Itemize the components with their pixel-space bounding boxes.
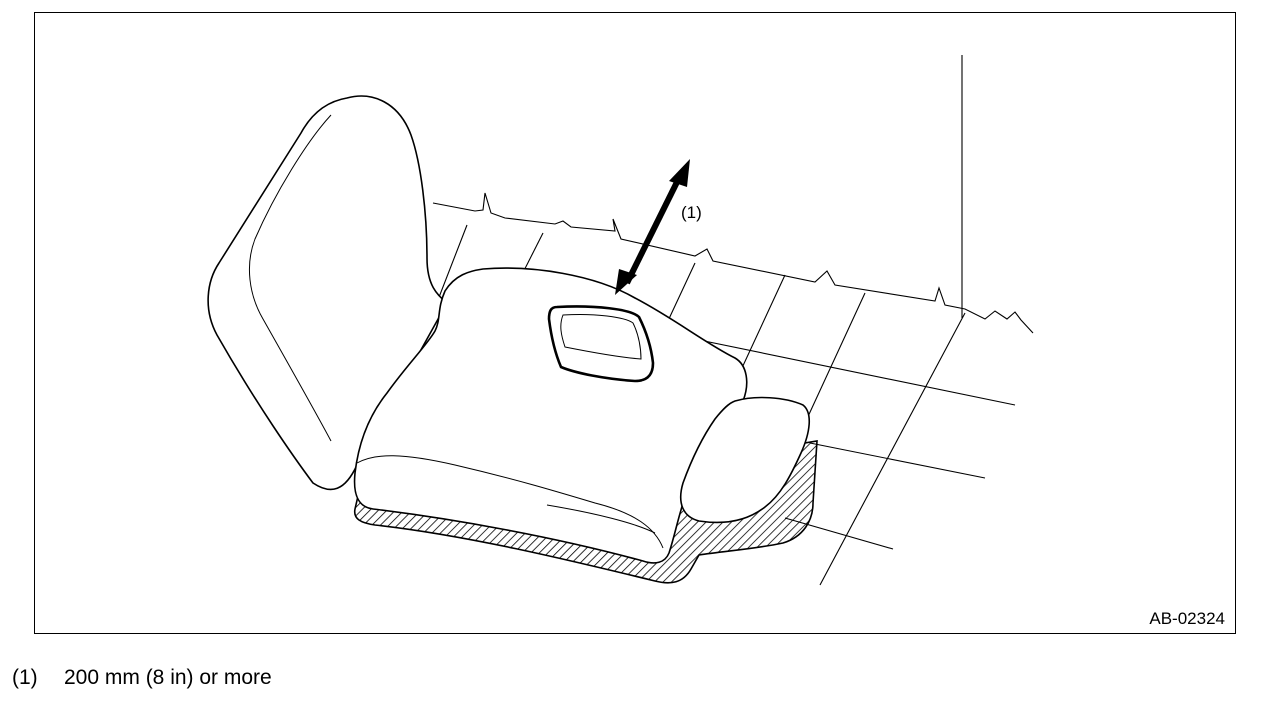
figure-frame: (1) AB-02324 — [34, 12, 1236, 634]
seat-illustration: (1) — [207, 55, 1034, 586]
grid-line — [734, 274, 786, 384]
grid-line — [674, 334, 1016, 406]
figure-code: AB-02324 — [1149, 609, 1225, 628]
floor-edge-line — [432, 192, 1034, 334]
figure-caption: (1) 200 mm (8 in) or more — [12, 666, 272, 690]
seat-cushion — [353, 267, 810, 564]
grid-line — [819, 312, 966, 586]
grid-line — [809, 442, 986, 479]
caption-number: (1) — [12, 666, 38, 689]
double-headed-arrow-icon — [615, 159, 690, 295]
seat-back — [207, 95, 449, 491]
caption-text: 200 mm (8 in) or more — [64, 666, 272, 689]
floor-grid — [428, 55, 1034, 586]
grid-line — [804, 292, 866, 424]
seat-handle — [547, 305, 655, 383]
dimension-callout-label: (1) — [681, 203, 702, 222]
